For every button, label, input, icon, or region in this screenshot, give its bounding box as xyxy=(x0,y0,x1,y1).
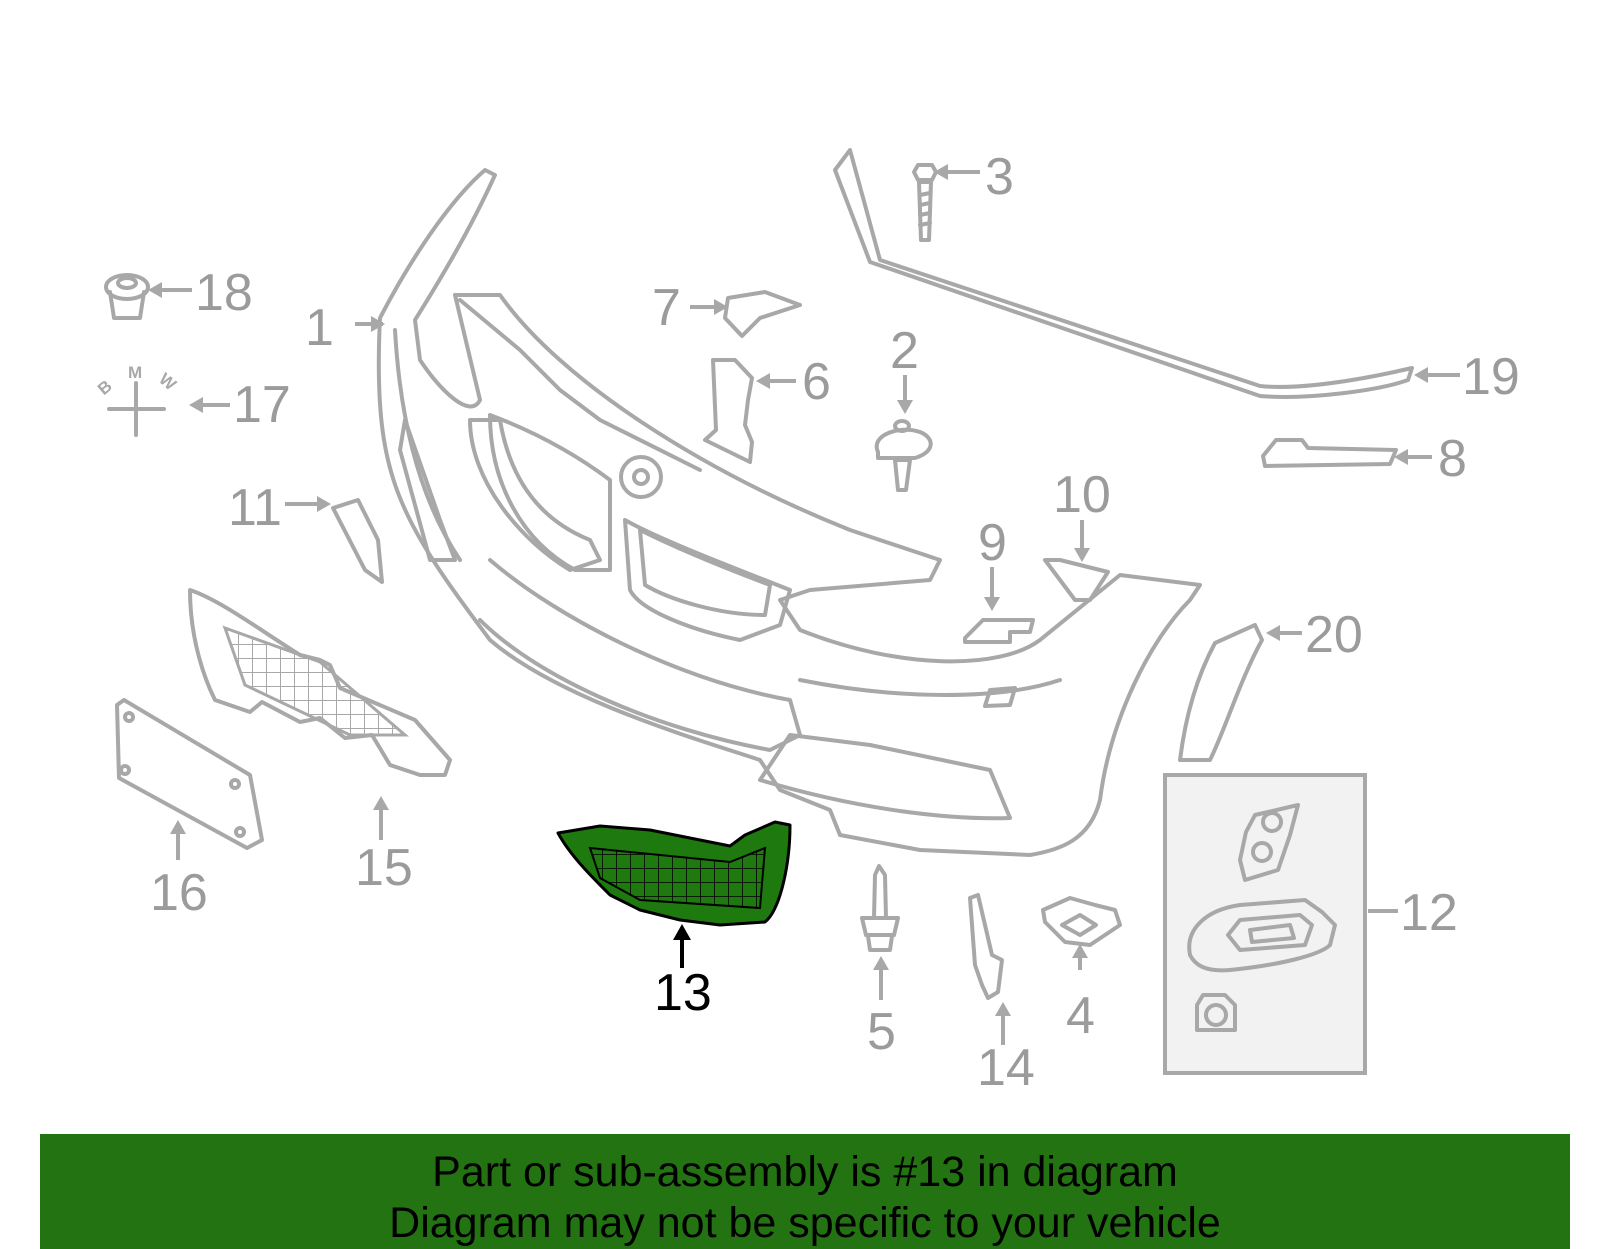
callout-5: 5 xyxy=(867,1003,896,1061)
callout-9: 9 xyxy=(978,514,1007,572)
callout-13: 13 xyxy=(654,964,712,1022)
callout-10: 10 xyxy=(1053,466,1111,524)
callout-1: 1 xyxy=(305,299,334,357)
push-clip-2-part xyxy=(874,419,933,492)
callout-19: 19 xyxy=(1462,348,1520,406)
banner-line-part-number: Part or sub-assembly is #13 in diagram xyxy=(432,1148,1178,1196)
callout-20: 20 xyxy=(1305,606,1363,664)
push-rivet-5-part xyxy=(860,864,900,952)
license-bracket-part xyxy=(115,698,264,850)
fog-light-kit-12-part xyxy=(1163,773,1367,1075)
bracket-14-part xyxy=(968,893,1004,1000)
side-trim-20-part xyxy=(1178,623,1264,762)
banner-line-disclaimer: Diagram may not be specific to your vehi… xyxy=(389,1199,1221,1247)
callout-3: 3 xyxy=(985,148,1014,206)
emblem-letter-b: B xyxy=(94,376,116,398)
lower-grille-13-highlighted-part xyxy=(556,820,792,927)
callout-2: 2 xyxy=(890,322,919,380)
trim-8-part xyxy=(1261,438,1398,468)
bracket-7-part xyxy=(723,290,802,338)
callout-18: 18 xyxy=(195,264,253,322)
callout-17: 17 xyxy=(233,376,291,434)
center-grille-part xyxy=(188,588,452,777)
callout-7: 7 xyxy=(652,279,681,337)
callout-12: 12 xyxy=(1400,884,1458,942)
callout-6: 6 xyxy=(802,353,831,411)
callout-16: 16 xyxy=(150,864,208,922)
emblem-letter-m: M xyxy=(128,363,142,382)
callout-arrows xyxy=(148,164,1460,1045)
bracket-9-part xyxy=(963,618,1035,644)
callout-14: 14 xyxy=(977,1039,1035,1097)
bracket-10-part xyxy=(1043,558,1110,602)
bmw-emblem-part: B M W xyxy=(94,363,181,437)
grommet-part xyxy=(104,273,150,320)
upper-trim-strip-part xyxy=(833,148,1414,399)
bumper-cover-part xyxy=(376,168,1202,857)
callout-4: 4 xyxy=(1066,987,1095,1045)
info-banner: Part or sub-assembly is #13 in diagram D… xyxy=(40,1134,1570,1249)
emblem-letter-w: W xyxy=(155,369,180,394)
callout-8: 8 xyxy=(1438,430,1467,488)
callout-11: 11 xyxy=(228,479,282,537)
deflector-11-part xyxy=(331,498,384,584)
bracket-6-part xyxy=(703,358,754,464)
nut-clip-4-part xyxy=(1041,896,1122,947)
callout-15: 15 xyxy=(355,839,413,897)
bolt-part xyxy=(912,163,938,242)
